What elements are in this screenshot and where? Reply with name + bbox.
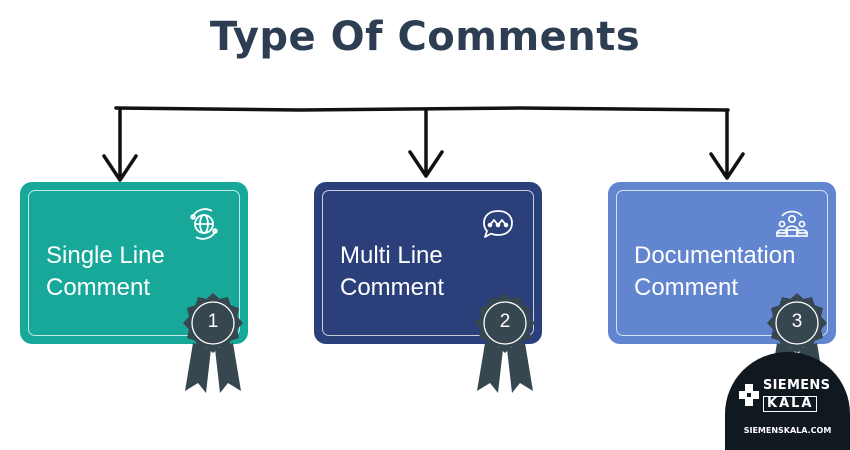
arrow-down-1 xyxy=(102,108,138,182)
logo-url[interactable]: SIEMENSKALA.COM xyxy=(743,426,832,435)
cross-logo-icon xyxy=(739,384,759,406)
award-ribbon-icon xyxy=(183,293,243,393)
chat-bubble-icon xyxy=(483,210,513,238)
card-label: Multi Line Comment xyxy=(340,240,444,304)
card-label-line1: Single Line xyxy=(46,242,165,269)
award-ribbon-icon xyxy=(475,293,535,393)
diagram-title: Type Of Comments xyxy=(209,14,641,60)
card-label-line1: Multi Line xyxy=(340,242,443,269)
card-label: Single Line Comment xyxy=(46,240,165,304)
card-label-line2: Comment xyxy=(340,274,445,301)
rank-badge-1: 1 xyxy=(173,285,253,397)
horizontal-connector xyxy=(114,106,730,112)
arrow-down-2 xyxy=(408,108,444,178)
card-border xyxy=(322,190,534,336)
siemens-kala-logo: SIEMENS KALA SIEMENSKALA.COM xyxy=(725,352,850,450)
card-border xyxy=(616,190,828,336)
logo-brand-line2: KALA xyxy=(763,396,818,412)
badge-number: 2 xyxy=(499,311,511,332)
logo-brand-line1: SIEMENS xyxy=(763,378,831,393)
rank-badge-2: 2 xyxy=(465,285,545,397)
card-border xyxy=(28,190,240,336)
card-label: Documentation Comment xyxy=(634,240,795,304)
card-label-line2: Comment xyxy=(634,274,739,301)
people-group-icon xyxy=(776,210,808,237)
card-label-line2: Comment xyxy=(46,274,151,301)
globe-icon xyxy=(190,208,218,240)
card-label-line1: Documentation xyxy=(634,242,796,269)
badge-number: 1 xyxy=(207,311,219,332)
badge-number: 3 xyxy=(791,311,803,332)
arrow-down-3 xyxy=(709,108,745,180)
